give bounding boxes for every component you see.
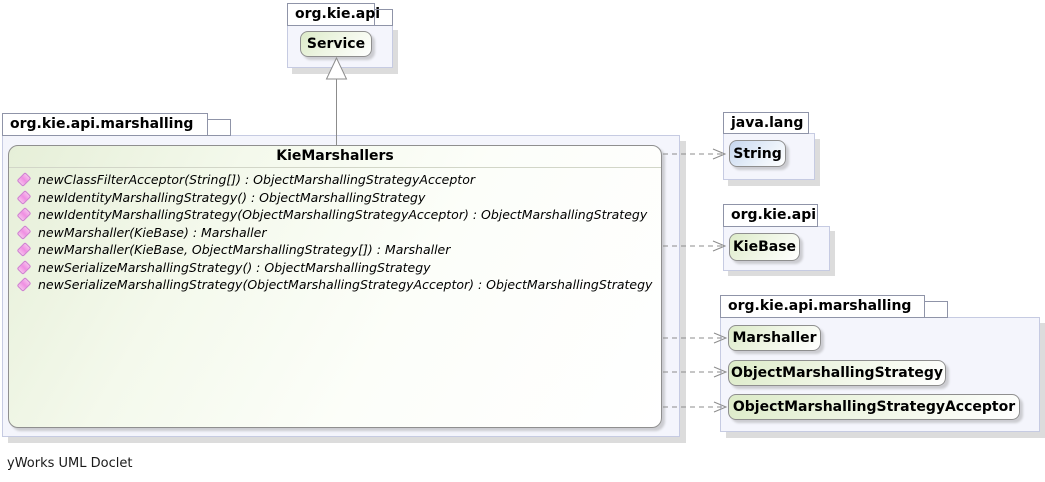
- method-signature: newIdentityMarshallingStrategy() : Objec…: [38, 189, 426, 205]
- method-row[interactable]: newIdentityMarshallingStrategy() : Objec…: [9, 189, 661, 207]
- method-icon: [16, 224, 32, 240]
- method-icon: [16, 277, 32, 293]
- method-icon: [16, 259, 32, 275]
- package-bottom-tab[interactable]: org.kie.api.marshalling: [720, 295, 925, 318]
- class-node-objectmarshallingstrategy[interactable]: ObjectMarshallingStrategy: [728, 360, 946, 386]
- package-bottom-tab-step: [924, 301, 948, 318]
- package-javalang-name: java.lang: [731, 115, 804, 131]
- method-signature: newSerializeMarshallingStrategy() : Obje…: [38, 259, 431, 275]
- method-row[interactable]: newIdentityMarshallingStrategy(ObjectMar…: [9, 206, 661, 224]
- class-node-objectmarshallingstrategyacceptor[interactable]: ObjectMarshallingStrategyAcceptor: [728, 394, 1020, 420]
- class-node-service[interactable]: Service: [300, 31, 372, 57]
- method-signature: newMarshaller(KieBase) : Marshaller: [38, 224, 267, 240]
- class-node-marshaller[interactable]: Marshaller: [728, 325, 821, 351]
- footer-credit: yWorks UML Doclet: [7, 456, 133, 471]
- class-name-service: Service: [306, 36, 366, 52]
- method-row[interactable]: newSerializeMarshallingStrategy() : Obje…: [9, 259, 661, 277]
- method-icon: [16, 172, 32, 188]
- method-icon: [16, 207, 32, 223]
- class-name-marshaller: Marshaller: [732, 330, 817, 346]
- method-list: newClassFilterAcceptor(String[]) : Objec…: [9, 168, 661, 294]
- method-signature: newMarshaller(KieBase, ObjectMarshalling…: [38, 242, 451, 258]
- class-node-string[interactable]: String: [729, 140, 786, 167]
- package-top-tab[interactable]: org.kie.api: [287, 3, 380, 26]
- class-node-kiemarshallers[interactable]: KieMarshallers newClassFilterAcceptor(St…: [8, 145, 662, 428]
- package-bottom-name: org.kie.api.marshalling: [728, 298, 912, 314]
- class-name-kiebase: KieBase: [732, 239, 797, 255]
- method-row[interactable]: newMarshaller(KieBase) : Marshaller: [9, 224, 661, 242]
- package-left-tab[interactable]: org.kie.api.marshalling: [2, 113, 208, 136]
- method-row[interactable]: newClassFilterAcceptor(String[]) : Objec…: [9, 171, 661, 189]
- package-javalang-tab[interactable]: java.lang: [723, 112, 809, 134]
- method-signature: newSerializeMarshallingStrategy(ObjectMa…: [38, 277, 653, 293]
- package-left-name: org.kie.api.marshalling: [10, 116, 194, 132]
- package-rightapi-name: org.kie.api: [731, 207, 817, 223]
- package-left-tab-step: [206, 119, 231, 136]
- method-signature: newIdentityMarshallingStrategy(ObjectMar…: [38, 207, 648, 223]
- class-node-kiebase[interactable]: KieBase: [729, 233, 800, 261]
- method-row[interactable]: newSerializeMarshallingStrategy(ObjectMa…: [9, 276, 661, 294]
- package-rightapi-tab[interactable]: org.kie.api: [723, 204, 818, 227]
- method-signature: newClassFilterAcceptor(String[]) : Objec…: [38, 172, 475, 188]
- class-name-objectmarshallingstrategyacceptor: ObjectMarshallingStrategyAcceptor: [732, 399, 1016, 415]
- method-row[interactable]: newMarshaller(KieBase, ObjectMarshalling…: [9, 241, 661, 259]
- class-name-objectmarshallingstrategy: ObjectMarshallingStrategy: [730, 365, 944, 381]
- method-icon: [16, 242, 32, 258]
- class-name-kiemarshallers: KieMarshallers: [9, 146, 661, 168]
- package-top-name: org.kie.api: [295, 6, 381, 22]
- method-icon: [16, 189, 32, 205]
- class-name-string: String: [733, 145, 782, 162]
